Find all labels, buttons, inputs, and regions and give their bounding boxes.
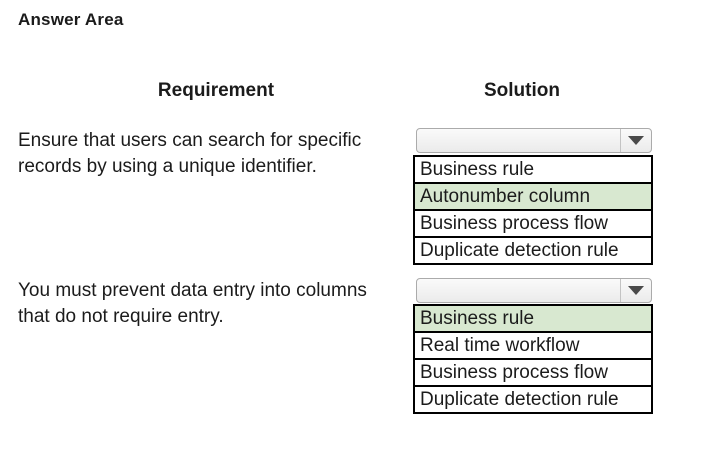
requirement-text-2-line-2: that do not require entry. xyxy=(18,306,224,327)
dropdown-2-value[interactable] xyxy=(417,279,620,302)
dropdown-1-arrow-button[interactable] xyxy=(620,129,651,152)
dropdown-1-options-list: Business rule Autonumber column Business… xyxy=(413,155,653,265)
option-item[interactable]: Business process flow xyxy=(415,360,651,387)
option-item[interactable]: Business process flow xyxy=(415,211,651,238)
caret-down-icon xyxy=(628,136,644,145)
column-header-requirement: Requirement xyxy=(157,80,275,101)
column-header-solution: Solution xyxy=(484,80,560,101)
requirement-text-1-line-2: records by using a unique identifier. xyxy=(18,156,317,177)
option-item[interactable]: Duplicate detection rule xyxy=(420,240,619,261)
dropdown-2-options-list: Business rule Real time workflow Busines… xyxy=(413,304,653,414)
option-item[interactable]: Real time workflow xyxy=(415,333,651,360)
option-item[interactable]: Business rule xyxy=(415,306,651,333)
requirement-text-2: You must prevent data entry into columns… xyxy=(18,278,420,330)
option-item[interactable]: Autonumber column xyxy=(415,184,651,211)
option-item[interactable]: Duplicate detection rule xyxy=(420,389,619,410)
dropdown-2-arrow-button[interactable] xyxy=(620,279,651,302)
requirement-text-1: Ensure that users can search for specifi… xyxy=(18,128,420,180)
option-item[interactable]: Business rule xyxy=(415,157,651,184)
solution-dropdown-1[interactable] xyxy=(416,128,652,153)
requirement-text-2-line-1: You must prevent data entry into columns xyxy=(18,280,367,301)
dropdown-1-value[interactable] xyxy=(417,129,620,152)
answer-area-title: Answer Area xyxy=(18,10,124,29)
solution-dropdown-2[interactable] xyxy=(416,278,652,303)
caret-down-icon xyxy=(628,286,644,295)
requirement-text-1-line-1: Ensure that users can search for specifi… xyxy=(18,130,362,151)
